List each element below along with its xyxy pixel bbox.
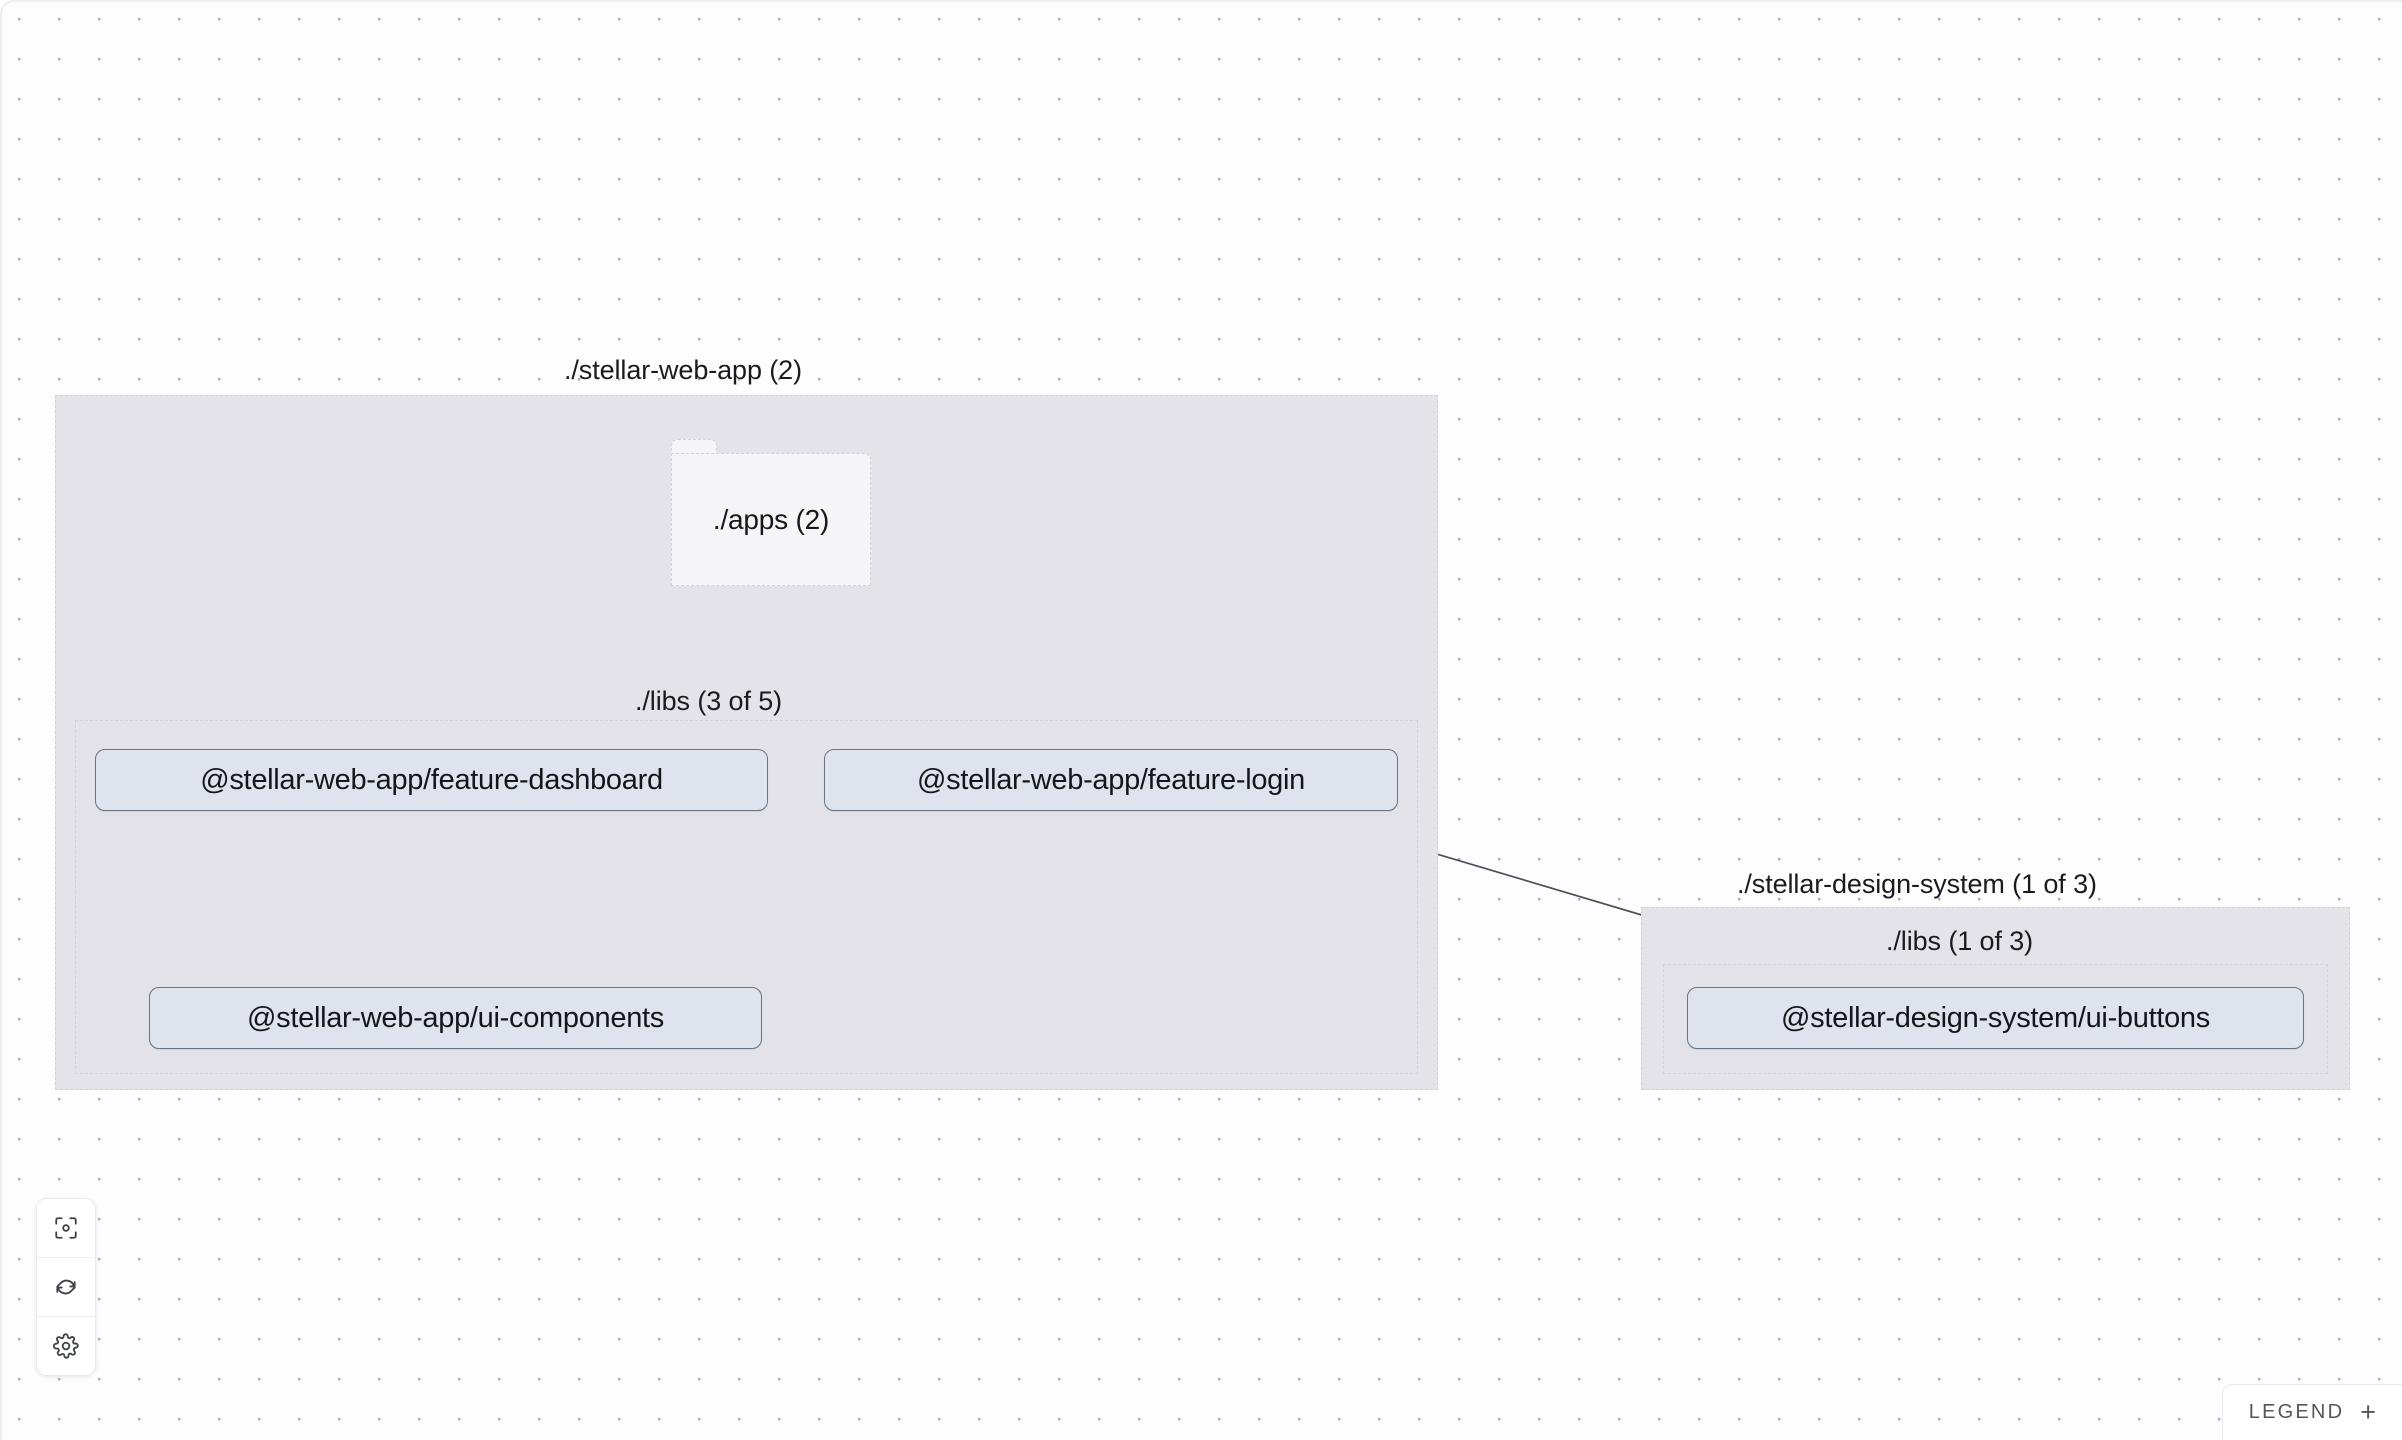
folder-body-shape: ./apps (2) xyxy=(671,453,871,586)
plus-icon: + xyxy=(2360,1397,2376,1427)
focus-target-icon xyxy=(53,1215,79,1241)
group-label-stellar-web-app: ./stellar-web-app (2) xyxy=(564,355,802,385)
legend-toggle-button[interactable]: LEGEND + xyxy=(2221,1384,2402,1440)
refresh-icon xyxy=(53,1274,79,1300)
group-label-stellar-web-app-libs: ./libs (3 of 5) xyxy=(635,686,783,716)
legend-label: LEGEND xyxy=(2248,1401,2345,1423)
node-label-ui-components: @stellar-web-app/ui-components xyxy=(247,1001,664,1034)
node-feature-dashboard[interactable]: @stellar-web-app/feature-dashboard xyxy=(95,749,768,811)
group-label-stellar-design-system: ./stellar-design-system (1 of 3) xyxy=(1737,869,2097,899)
node-ui-components[interactable]: @stellar-web-app/ui-components xyxy=(149,987,762,1049)
canvas-controls xyxy=(36,1198,96,1376)
node-label-feature-login: @stellar-web-app/feature-login xyxy=(917,763,1305,796)
node-label-ui-buttons: @stellar-design-system/ui-buttons xyxy=(1781,1001,2210,1034)
focus-graph-button[interactable] xyxy=(37,1199,95,1257)
folder-tab-shape xyxy=(671,439,717,456)
refresh-graph-button[interactable] xyxy=(37,1257,95,1316)
folder-node-apps[interactable]: ./apps (2) xyxy=(671,439,871,586)
folder-label-apps: ./apps (2) xyxy=(712,503,830,535)
group-label-stellar-design-system-libs: ./libs (1 of 3) xyxy=(1886,926,2034,956)
settings-button[interactable] xyxy=(37,1316,95,1375)
node-ui-buttons[interactable]: @stellar-design-system/ui-buttons xyxy=(1687,987,2304,1049)
gear-icon xyxy=(53,1333,79,1359)
node-feature-login[interactable]: @stellar-web-app/feature-login xyxy=(824,749,1398,811)
node-label-feature-dashboard: @stellar-web-app/feature-dashboard xyxy=(200,763,663,796)
